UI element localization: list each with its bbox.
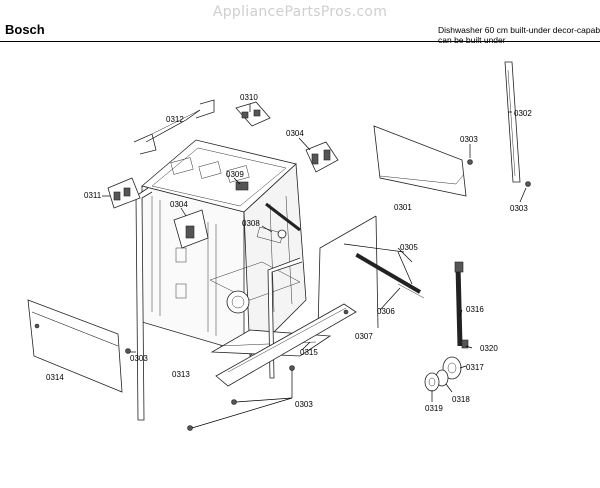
- side-panel-0314: [27, 299, 123, 393]
- seal-ring-0319: [424, 372, 440, 392]
- label-0303-left: 0303: [130, 354, 148, 363]
- label-0303-far-right: 0303: [510, 204, 528, 213]
- bracket-0312: [133, 99, 215, 155]
- screw-icons: [125, 159, 531, 431]
- header-rule: [0, 41, 600, 42]
- frame-rails-0307: [267, 215, 379, 379]
- label-0310: 0310: [240, 93, 258, 102]
- label-0316: 0316: [466, 305, 484, 314]
- label-0320: 0320: [480, 344, 498, 353]
- label-0315: 0315: [300, 348, 318, 357]
- hinge-0309: [235, 181, 249, 191]
- hose-0316: [454, 261, 464, 347]
- label-0308: 0308: [242, 219, 260, 228]
- model-description: Dishwasher 60 cm built-under decor-capab…: [438, 25, 600, 45]
- description-line-2: can be built under: [438, 35, 506, 45]
- bracket-0304-left: [173, 209, 209, 249]
- label-0317: 0317: [466, 363, 484, 372]
- bracket-0311: [107, 177, 141, 209]
- label-0303-bottom: 0303: [295, 400, 313, 409]
- panel-0301: [373, 125, 467, 197]
- label-0309: 0309: [226, 170, 244, 179]
- label-0318: 0318: [452, 395, 470, 404]
- base-strip-0315: [215, 303, 357, 387]
- label-0306: 0306: [377, 307, 395, 316]
- label-0319: 0319: [425, 404, 443, 413]
- bracket-0304-top: [305, 141, 339, 173]
- watermark: AppliancePartsPros.com: [212, 4, 388, 20]
- label-0303-right-top: 0303: [460, 135, 478, 144]
- label-0313: 0313: [172, 370, 190, 379]
- part-number-labels: 0310 0312 0304 0309 0311 0304 0308 0303 …: [46, 93, 532, 413]
- label-0305: 0305: [400, 243, 418, 252]
- label-0301: 0301: [394, 203, 412, 212]
- label-0311: 0311: [84, 191, 102, 200]
- assembly-0308: [265, 202, 301, 239]
- label-0304-left: 0304: [170, 200, 188, 209]
- brand-title: Bosch: [5, 22, 45, 37]
- label-0307: 0307: [355, 332, 373, 341]
- leader-lines: [102, 104, 527, 429]
- label-0304-top: 0304: [286, 129, 304, 138]
- label-0302: 0302: [514, 109, 532, 118]
- bracket-0310: [235, 101, 271, 127]
- label-0312: 0312: [166, 115, 184, 124]
- description-line-1: Dishwasher 60 cm built-under decor-capab: [438, 25, 600, 35]
- strip-0302: [504, 61, 521, 183]
- label-0314: 0314: [46, 373, 64, 382]
